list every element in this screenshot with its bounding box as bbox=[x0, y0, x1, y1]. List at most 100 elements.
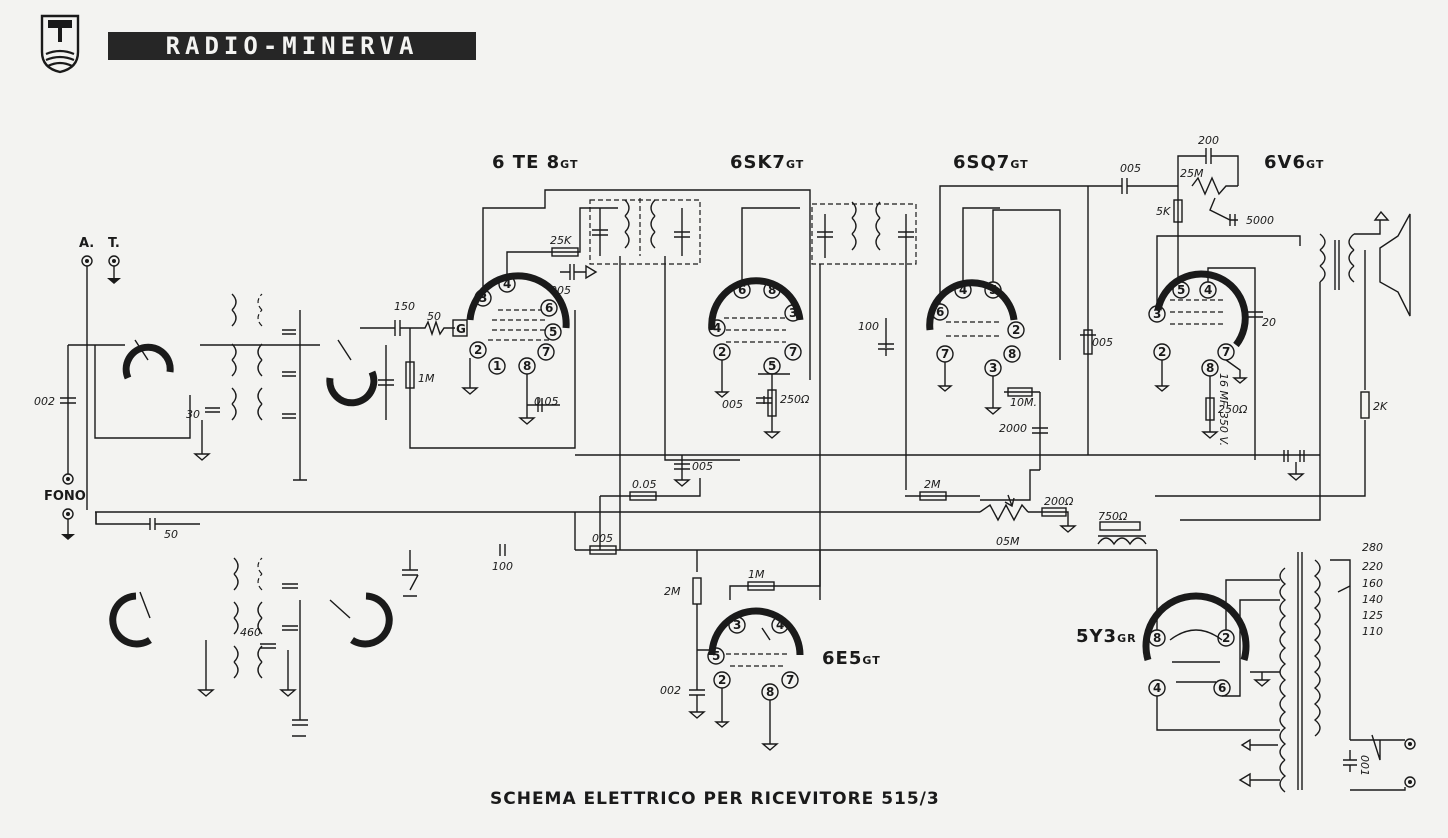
input-capacitor-002 bbox=[60, 345, 76, 474]
c50-grid-label: 50 bbox=[427, 310, 441, 323]
r250-6v6-label: 250Ω bbox=[1218, 403, 1248, 416]
svg-text:2: 2 bbox=[1222, 631, 1230, 645]
filter-choke bbox=[1097, 535, 1147, 546]
svg-text:1: 1 bbox=[493, 359, 501, 373]
minerva-crest-logo bbox=[40, 12, 80, 74]
svg-text:2: 2 bbox=[718, 345, 726, 359]
c2000-label: 2000 bbox=[999, 422, 1027, 435]
svg-text:8: 8 bbox=[1153, 631, 1161, 645]
band-switch-lower bbox=[109, 591, 393, 648]
mains-voltage-selector: 280 220 160 140 125 110 bbox=[1337, 541, 1383, 638]
c20-label: 20 bbox=[1262, 316, 1276, 329]
if-transformer-2 bbox=[811, 201, 917, 265]
c005-if-label: 005 bbox=[692, 460, 713, 473]
svg-text:2: 2 bbox=[1158, 345, 1166, 359]
c005-6sk7-label: 005 bbox=[722, 398, 743, 411]
r1m-grid-label: 1M bbox=[418, 372, 435, 385]
voltage-110: 110 bbox=[1362, 625, 1383, 638]
c5000-label: 5000 bbox=[1246, 214, 1274, 227]
c005-cathode-label: 0.05 bbox=[534, 395, 559, 408]
tube-5y3-rectifier: 8 2 4 6 bbox=[1142, 592, 1250, 697]
svg-text:7: 7 bbox=[1222, 345, 1230, 359]
r5k-label: 5K bbox=[1156, 205, 1171, 218]
svg-text:5: 5 bbox=[989, 283, 997, 297]
r2k-label: 2K bbox=[1373, 400, 1388, 413]
r25k-label: 25K bbox=[550, 234, 572, 247]
c005-mid-label: 005 bbox=[592, 532, 613, 545]
svg-text:7: 7 bbox=[542, 345, 550, 359]
tube-6sk7-if-amplifier: 6 8 3 4 2 5 7 bbox=[708, 277, 804, 375]
svg-text:3: 3 bbox=[789, 306, 797, 320]
voltage-140: 140 bbox=[1362, 593, 1383, 606]
svg-text:4: 4 bbox=[713, 321, 721, 335]
brand-name: RADIO-MINERVA bbox=[165, 32, 419, 60]
tube-label-6v6: 6V6GT bbox=[1264, 152, 1325, 173]
loudspeaker bbox=[1354, 210, 1411, 317]
tone-potentiometer bbox=[1191, 176, 1238, 221]
c001-label: 001 bbox=[1358, 755, 1371, 776]
c005-coupling-label: 005 bbox=[1120, 162, 1141, 175]
power-transformer bbox=[1238, 552, 1351, 793]
mains-plug bbox=[1343, 734, 1416, 791]
svg-text:3: 3 bbox=[479, 291, 487, 305]
voltage-280: 280 bbox=[1362, 541, 1383, 554]
tube-6v6-output: 5 4 3 2 7 8 bbox=[1148, 270, 1249, 377]
svg-text:4: 4 bbox=[776, 618, 784, 632]
choke-750-label: 750Ω bbox=[1098, 510, 1128, 523]
volume-potentiometer bbox=[979, 494, 1029, 522]
svg-text:5: 5 bbox=[768, 359, 776, 373]
c005-bus-label: 0.05 bbox=[632, 478, 657, 491]
band-switch-upper bbox=[122, 339, 378, 407]
ground-label: T. bbox=[108, 236, 120, 251]
c002-input-label: 002 bbox=[34, 395, 55, 408]
svg-text:3: 3 bbox=[989, 361, 997, 375]
svg-text:7: 7 bbox=[941, 347, 949, 361]
voltage-160: 160 bbox=[1362, 577, 1383, 590]
r250-6sk7-label: 250Ω bbox=[780, 393, 810, 406]
svg-text:G: G bbox=[456, 322, 466, 336]
svg-text:5: 5 bbox=[1177, 283, 1185, 297]
pot25m-label: 25M bbox=[1180, 167, 1204, 180]
tube-6te8-converter: 3 4 6 5 7 8 1 2 bbox=[466, 272, 570, 375]
grid-coupling-network bbox=[360, 319, 455, 337]
r2m-eye-label: 2M bbox=[664, 585, 681, 598]
svg-text:4: 4 bbox=[1153, 681, 1161, 695]
c200-label: 200 bbox=[1198, 134, 1219, 147]
svg-text:6: 6 bbox=[545, 301, 553, 315]
svg-text:2: 2 bbox=[718, 673, 726, 687]
r1m-eye-label: 1M bbox=[748, 568, 765, 581]
svg-text:8: 8 bbox=[1008, 347, 1016, 361]
c005-screen-label: 005 bbox=[550, 284, 571, 297]
resistor-25k bbox=[551, 247, 579, 257]
svg-text:6: 6 bbox=[1218, 681, 1226, 695]
c100-osc-label: 100 bbox=[492, 560, 513, 573]
schematic-caption: SCHEMA ELETTRICO PER RICEVITORE 515/3 bbox=[490, 789, 940, 809]
svg-text:5: 5 bbox=[712, 649, 720, 663]
phono-terminal bbox=[61, 473, 75, 540]
r200-label: 200Ω bbox=[1044, 495, 1074, 508]
oscillator-coils bbox=[197, 557, 308, 737]
output-transformer bbox=[1319, 233, 1355, 290]
svg-text:7: 7 bbox=[789, 345, 797, 359]
if-transformer-1 bbox=[589, 198, 701, 265]
rf-coils-upper bbox=[193, 293, 307, 481]
svg-text:3: 3 bbox=[1153, 307, 1161, 321]
svg-text:8: 8 bbox=[1206, 361, 1214, 375]
tube-label-6e5: 6E5GT bbox=[822, 648, 881, 669]
tube-6e5-tuning-eye: 3 4 5 2 8 7 bbox=[707, 607, 804, 701]
tube-label-6sk7: 6SK7GT bbox=[730, 152, 805, 173]
electrolytic-label: 16 MF. 350 V. bbox=[1217, 373, 1230, 446]
c002-eye-label: 002 bbox=[660, 684, 681, 697]
svg-text:4: 4 bbox=[503, 277, 511, 291]
antenna-label: A. bbox=[79, 236, 94, 251]
c150-label: 150 bbox=[394, 300, 415, 313]
svg-text:6: 6 bbox=[738, 283, 746, 297]
voltage-125: 125 bbox=[1362, 609, 1383, 622]
svg-text:5: 5 bbox=[549, 325, 557, 339]
tube-label-5y3: 5Y3GR bbox=[1076, 626, 1137, 647]
r10m-label: 10M. bbox=[1010, 396, 1037, 409]
antenna-terminal bbox=[81, 255, 93, 510]
c005-plate-label: 005 bbox=[1092, 336, 1113, 349]
svg-text:2: 2 bbox=[1012, 323, 1020, 337]
